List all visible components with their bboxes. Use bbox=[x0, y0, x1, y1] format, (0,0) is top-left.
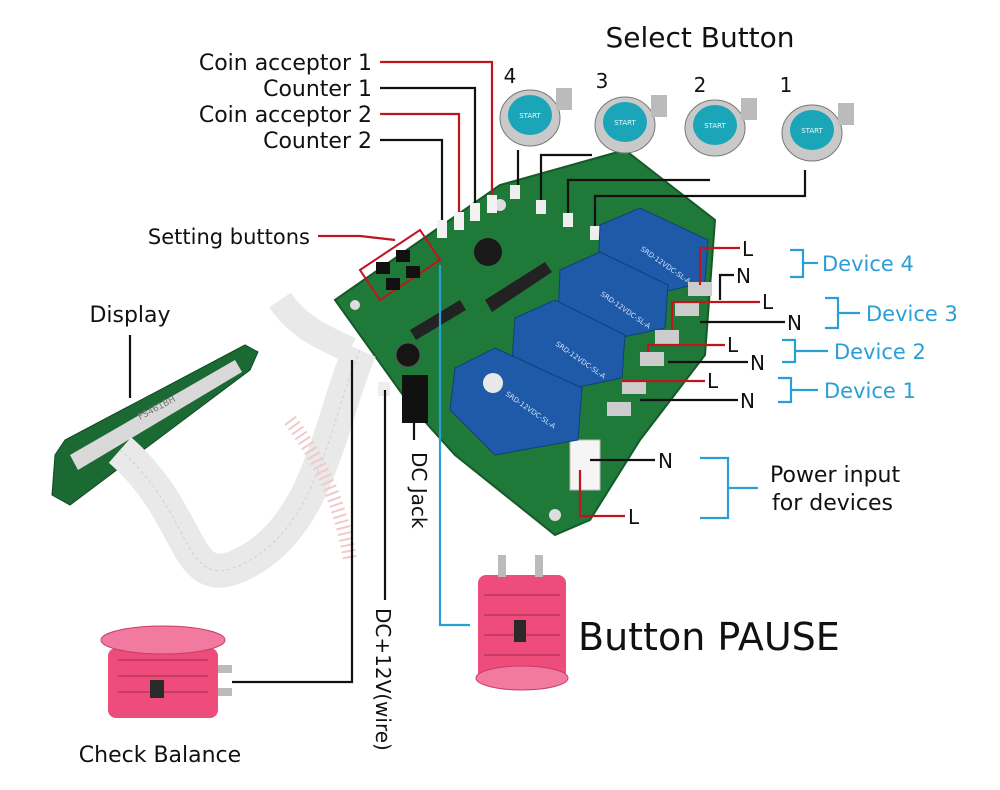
label-counter-2: Counter 2 bbox=[263, 129, 372, 154]
pause-button bbox=[475, 555, 569, 691]
power-input-live: L bbox=[628, 505, 640, 529]
power-input-label-line2: for devices bbox=[772, 491, 893, 516]
select-button-number-3: 3 bbox=[596, 69, 609, 93]
select-buttons: START START START START bbox=[499, 88, 854, 162]
select-button-4: START bbox=[499, 88, 572, 147]
ribbon-cable bbox=[108, 292, 376, 588]
device-2-neutral: N bbox=[750, 351, 765, 375]
device-brackets bbox=[700, 248, 860, 520]
leader-lines bbox=[128, 60, 807, 684]
select-button-3: START bbox=[594, 95, 667, 154]
device-4-label: Device 4 bbox=[822, 252, 914, 276]
device-4-live: L bbox=[742, 237, 754, 261]
device-3-live: L bbox=[762, 290, 774, 314]
relays: SRD-12VDC-SL-A SRD-12VDC-SL-A SRD-12VDC-… bbox=[449, 207, 709, 456]
device-3-label: Device 3 bbox=[866, 302, 958, 326]
label-coin-acceptor-1: Coin acceptor 1 bbox=[199, 51, 372, 76]
output-terminals bbox=[607, 282, 712, 416]
label-setting-buttons: Setting buttons bbox=[148, 225, 310, 249]
svg-text:START: START bbox=[614, 119, 636, 127]
label-button-pause: Button PAUSE bbox=[578, 615, 840, 659]
select-button-title: Select Button bbox=[605, 21, 794, 54]
label-dc-12v-wire: DC+12V(wire) bbox=[371, 608, 395, 751]
select-button-number-1: 1 bbox=[780, 73, 793, 97]
svg-text:START: START bbox=[704, 122, 726, 130]
dc-jack-part bbox=[402, 375, 428, 423]
device-4-neutral: N bbox=[736, 264, 751, 288]
power-input-neutral: N bbox=[658, 449, 673, 473]
device-3-neutral: N bbox=[787, 311, 802, 335]
label-dc-jack: DC Jack bbox=[407, 452, 431, 529]
check-balance-button bbox=[100, 625, 232, 718]
select-button-2: START bbox=[684, 98, 757, 157]
label-check-balance: Check Balance bbox=[79, 743, 241, 768]
select-button-1: START bbox=[781, 103, 854, 162]
power-input-label-line1: Power input bbox=[770, 463, 900, 488]
label-coin-acceptor-2: Coin acceptor 2 bbox=[199, 103, 372, 128]
relay-1: SRD-12VDC-SL-A bbox=[449, 347, 583, 456]
device-1-live: L bbox=[707, 369, 719, 393]
setting-buttons-part bbox=[358, 228, 442, 302]
device-2-label: Device 2 bbox=[834, 340, 926, 364]
label-counter-1: Counter 1 bbox=[263, 77, 372, 102]
svg-text:START: START bbox=[519, 112, 541, 120]
device-1-label: Device 1 bbox=[824, 379, 916, 403]
display-module: FS461BH bbox=[51, 344, 259, 506]
device-2-live: L bbox=[727, 333, 739, 357]
select-button-number-4: 4 bbox=[504, 64, 517, 88]
select-button-number-2: 2 bbox=[694, 73, 707, 97]
device-1-neutral: N bbox=[740, 389, 755, 413]
label-display: Display bbox=[89, 303, 170, 328]
text-labels: Select Button 4 3 2 1 Coin acceptor 1 Co… bbox=[79, 21, 958, 768]
svg-text:START: START bbox=[801, 127, 823, 135]
